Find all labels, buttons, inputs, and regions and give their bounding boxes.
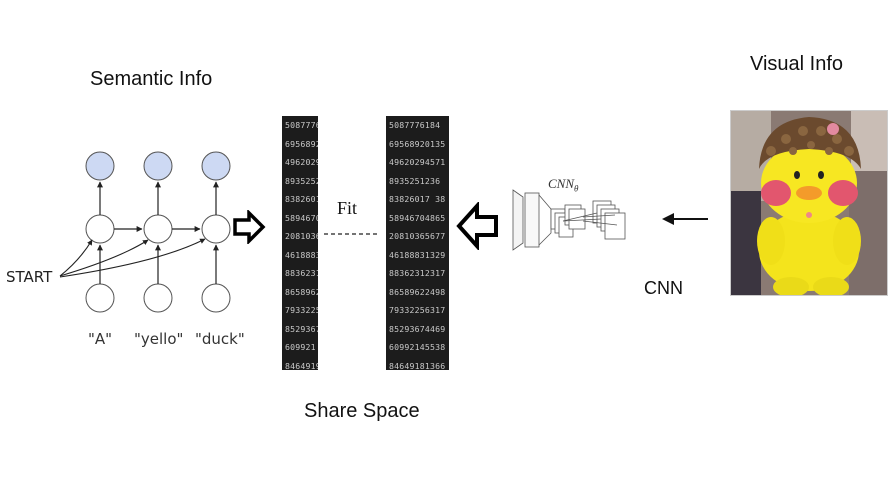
vector-value: 79332256317 bbox=[389, 305, 446, 315]
vector-value: 8464919 bbox=[285, 360, 318, 371]
outline-arrow-left-icon bbox=[456, 202, 498, 250]
fit-label: Fit bbox=[337, 198, 358, 218]
vector-value: 5894670 bbox=[285, 212, 318, 223]
semantic-vector-strip: 5087776 6956892 4962029 8935252 8382601 58946… bbox=[282, 116, 318, 370]
vector-value: 84649181366 bbox=[389, 360, 446, 371]
share-space-title: Share Space bbox=[304, 400, 420, 422]
vector-value: 609921 bbox=[285, 342, 316, 352]
rnn-input-node bbox=[143, 283, 173, 313]
vector-value: 4618883 bbox=[285, 249, 318, 260]
duck-photo bbox=[730, 110, 888, 296]
vector-value: 5087776 bbox=[285, 120, 318, 130]
vector-value: 85293674469 bbox=[389, 323, 446, 334]
vector-value: 8529367 bbox=[285, 323, 318, 334]
rnn-word-label: "duck" bbox=[195, 330, 245, 348]
rnn-hidden-node bbox=[85, 214, 115, 244]
vector-value: 8658962 bbox=[285, 286, 318, 297]
fit-dashed-line bbox=[324, 233, 380, 235]
vector-value: 5087776184 bbox=[389, 120, 441, 130]
vector-value: 20810365677 bbox=[389, 231, 446, 241]
vector-value: 49620294571 bbox=[389, 157, 446, 167]
vector-value: 58946704865 bbox=[389, 212, 446, 223]
outline-arrow-right-icon bbox=[233, 210, 266, 244]
rnn-output-node bbox=[143, 151, 173, 181]
rnn-input-node bbox=[85, 283, 115, 313]
vector-value: 88362312317 bbox=[389, 268, 446, 278]
rnn-hidden-node bbox=[143, 214, 173, 244]
vector-value: 86589622498 bbox=[389, 286, 446, 297]
vector-value: 7933225 bbox=[285, 305, 318, 315]
cnn-network-diagram bbox=[512, 189, 626, 251]
semantic-info-title: Semantic Info bbox=[90, 68, 213, 90]
vector-value: 69568920135 bbox=[389, 138, 446, 149]
rnn-diagram bbox=[59, 151, 231, 313]
vector-value: 8382601 bbox=[285, 194, 318, 204]
vector-value: 6956892 bbox=[285, 138, 318, 149]
arrow-left-icon bbox=[662, 213, 708, 225]
vector-value: 83826017 38 bbox=[389, 194, 446, 204]
rnn-hidden-node bbox=[201, 214, 231, 244]
vector-value: 8935251236 bbox=[389, 175, 441, 186]
vector-value: 2081036 bbox=[285, 231, 318, 241]
vector-value: 46188831329 bbox=[389, 249, 446, 260]
cnn-label: CNN bbox=[644, 278, 683, 298]
start-label: START bbox=[6, 268, 53, 286]
cnn-theta-label: CNNθ bbox=[548, 176, 579, 194]
rnn-output-node bbox=[85, 151, 115, 181]
visual-info-title: Visual Info bbox=[750, 53, 844, 75]
vector-value: 8836231 bbox=[285, 268, 318, 278]
rnn-input-node bbox=[201, 283, 231, 313]
vector-value: 60992145538 bbox=[389, 342, 446, 352]
vector-value: 8935252 bbox=[285, 175, 318, 186]
visual-vector-strip: 5087776184 69568920135 49620294571 89352512… bbox=[386, 116, 449, 370]
vector-value: 4962029 bbox=[285, 157, 318, 167]
rnn-output-node bbox=[201, 151, 231, 181]
rnn-word-label: "yello" bbox=[134, 330, 184, 348]
rnn-word-label: "A" bbox=[88, 330, 113, 348]
